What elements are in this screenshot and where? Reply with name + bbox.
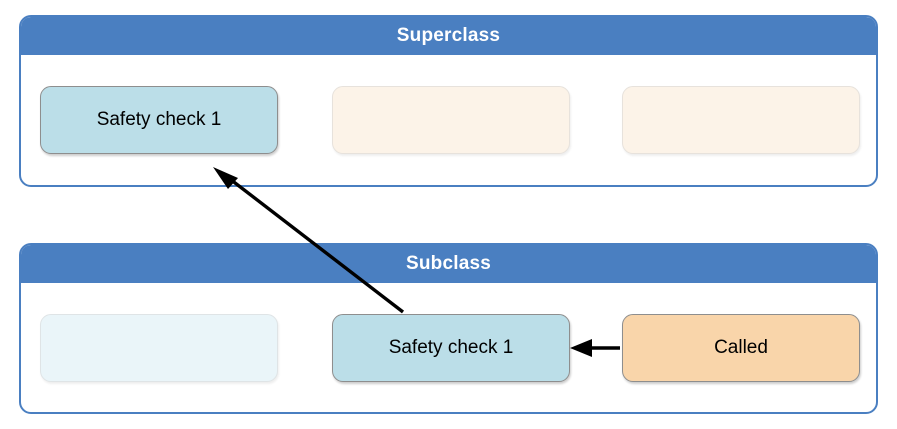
- superclass-header: Superclass: [21, 17, 876, 55]
- superclass-container: Superclass Safety check 1: [19, 15, 878, 187]
- subclass-container: Subclass Safety check 1 Called: [19, 243, 878, 414]
- subclass-method-empty-1[interactable]: [40, 314, 278, 382]
- subclass-header: Subclass: [21, 245, 876, 283]
- superclass-method-empty-2[interactable]: [332, 86, 570, 154]
- subclass-method-called[interactable]: Called: [622, 314, 860, 382]
- superclass-body: Safety check 1: [21, 55, 876, 185]
- subclass-method-label-1: Safety check 1: [388, 337, 514, 358]
- superclass-method-empty-3[interactable]: [622, 86, 860, 154]
- subclass-method-safety-check-1[interactable]: Safety check 1: [332, 314, 570, 382]
- superclass-method-safety-check-1[interactable]: Safety check 1: [40, 86, 278, 154]
- subclass-body: Safety check 1 Called: [21, 283, 876, 412]
- subclass-method-label-2: Called: [714, 337, 768, 358]
- superclass-method-label-0: Safety check 1: [96, 109, 222, 130]
